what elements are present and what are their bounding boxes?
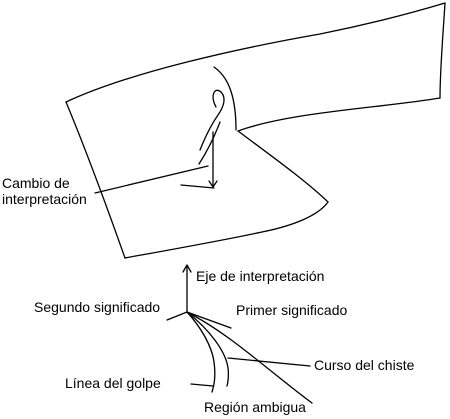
label-segundo-significado: Segundo significado bbox=[34, 299, 161, 315]
interpretation-jump bbox=[94, 131, 218, 194]
fold-upper-curve bbox=[213, 66, 237, 131]
label-cambio-line2: interpretación bbox=[2, 191, 87, 207]
label-cambio-line1: Cambio de bbox=[2, 175, 70, 191]
label-eje-interpretacion: Eje de interpretación bbox=[196, 268, 325, 284]
cusp-left-branch bbox=[186, 311, 216, 393]
label-region-ambigua: Región ambigua bbox=[204, 399, 306, 415]
surface-fold-edge bbox=[237, 130, 329, 203]
label-primer-significado: Primer significado bbox=[236, 302, 348, 318]
punchline-line bbox=[190, 383, 214, 387]
surface-top-edge bbox=[65, 2, 446, 103]
joke-course-line bbox=[186, 311, 313, 404]
ambiguous-region bbox=[186, 311, 313, 404]
interpretation-axis-arrowhead bbox=[182, 264, 192, 273]
jump-arrowhead bbox=[208, 180, 218, 188]
surface-middle-edge bbox=[237, 97, 441, 132]
curso-pointer-line bbox=[227, 357, 311, 367]
cusp-right-branch bbox=[186, 311, 230, 387]
label-curso-chiste: Curso del chiste bbox=[314, 357, 415, 373]
fold-curve bbox=[198, 66, 237, 165]
second-meaning-axis bbox=[166, 311, 188, 321]
surface-bottom-edge bbox=[124, 201, 329, 259]
cusp-surface bbox=[65, 2, 446, 259]
surface-left-edge bbox=[65, 101, 126, 259]
control-axes bbox=[166, 264, 232, 329]
label-linea-golpe: Línea del golpe bbox=[65, 375, 161, 391]
label-cambio-interpretacion: Cambio de interpretación bbox=[2, 175, 87, 207]
first-meaning-axis bbox=[186, 311, 232, 329]
cambio-pointer-line bbox=[94, 165, 209, 194]
jump-base-line bbox=[180, 184, 215, 189]
fold-lower-curve bbox=[198, 121, 221, 165]
surface-right-edge bbox=[439, 2, 446, 99]
fold-loop bbox=[199, 89, 225, 151]
